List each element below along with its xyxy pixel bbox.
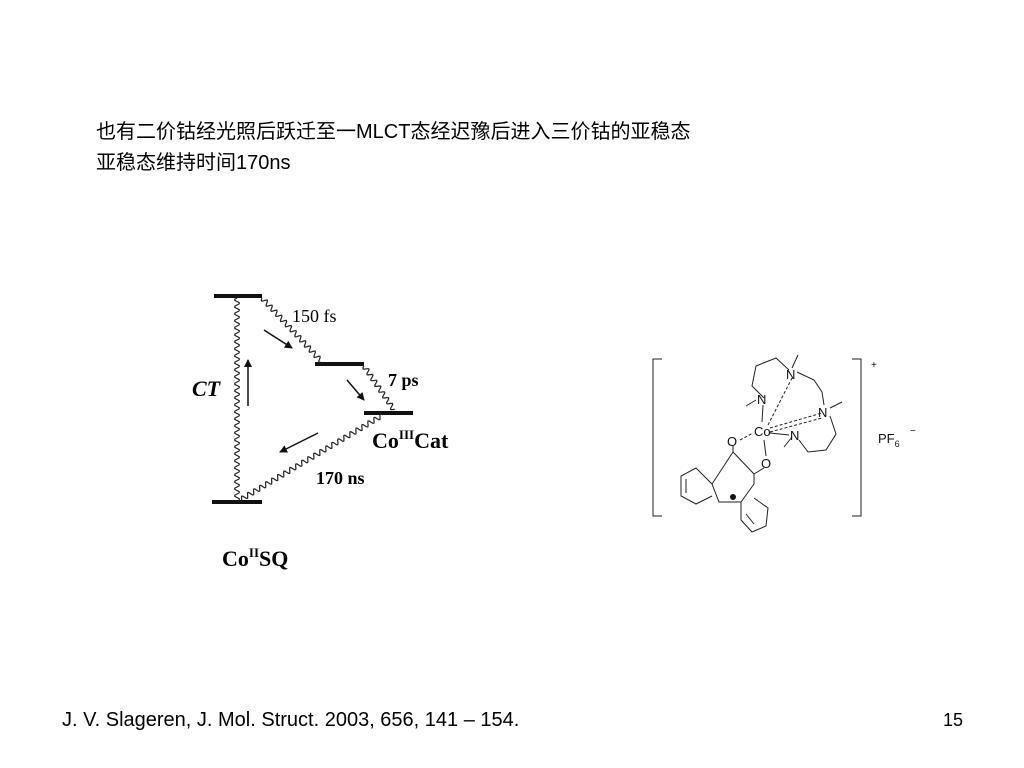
arrow-150fs	[263, 329, 293, 349]
arrow-7ps	[346, 379, 365, 401]
label-coii-sq: CoIISQ	[222, 545, 288, 571]
citation-reference: J. V. Slageren, J. Mol. Struct. 2003, 65…	[62, 709, 520, 731]
left-bracket	[652, 358, 662, 517]
coord-bond-top	[767, 377, 793, 426]
slide-page-number: 15	[943, 710, 964, 730]
atom-n-top: N	[786, 367, 795, 382]
methyl-n-top	[791, 354, 799, 369]
coord-bond-right-1	[769, 412, 823, 429]
methyl-n-bottom	[783, 436, 793, 448]
macrocycle-lower-chain	[798, 415, 837, 453]
anion-charge: −	[910, 426, 916, 437]
energy-level-diagram: 150 fs 7 ps 170 ns CT CoIIICat CoIISQ	[192, 294, 449, 571]
ring-right-inner	[745, 513, 755, 525]
arrow-170ns	[279, 432, 319, 453]
ring-right	[740, 497, 769, 533]
methyl-n-left	[745, 399, 757, 407]
wavy-150fs	[260, 297, 321, 364]
atom-o-carbonyl: O	[727, 434, 737, 449]
wavy-170ns	[240, 413, 384, 502]
label-ct: CT	[192, 376, 222, 401]
macrocycle-upper-chain	[751, 357, 790, 399]
methyl-n-right	[829, 401, 843, 409]
coord-bond-bottom-n	[769, 432, 790, 436]
label-coiii-cat: CoIIICat	[372, 427, 449, 453]
right-bracket	[852, 358, 862, 517]
atom-o-phenolate: O	[761, 456, 771, 471]
c-o-bond	[753, 467, 765, 475]
slide-text-line-2: 亚稳态维持时间170ns	[96, 152, 291, 174]
label-170ns: 170 ns	[316, 468, 365, 488]
coord-bond-left-n	[761, 404, 764, 423]
label-7ps: 7 ps	[388, 370, 419, 390]
slide-text-line-1: 也有二价钴经光照后跃迁至一MLCT态经迟豫后进入三价钴的亚稳态	[96, 121, 691, 143]
ring-left	[680, 467, 713, 505]
coord-bond-right-2	[769, 417, 823, 433]
cobalt-complex-structure	[652, 354, 862, 533]
atom-n-bottom: N	[790, 428, 799, 443]
counter-anion-pf6: PF6	[878, 431, 900, 449]
wavy-7ps	[362, 365, 395, 411]
wavy-ct-vertical	[233, 297, 241, 501]
atom-cobalt: Co	[754, 424, 771, 439]
radical-dot	[730, 494, 736, 500]
coord-bond-o-right	[763, 439, 767, 457]
label-150fs: 150 fs	[292, 306, 337, 326]
atom-n-right: N	[818, 405, 827, 420]
coord-bond-o-left	[739, 432, 754, 441]
macrocycle-right-chain	[796, 371, 825, 406]
atom-n-left: N	[757, 392, 766, 407]
charge-plus: +	[871, 360, 877, 371]
